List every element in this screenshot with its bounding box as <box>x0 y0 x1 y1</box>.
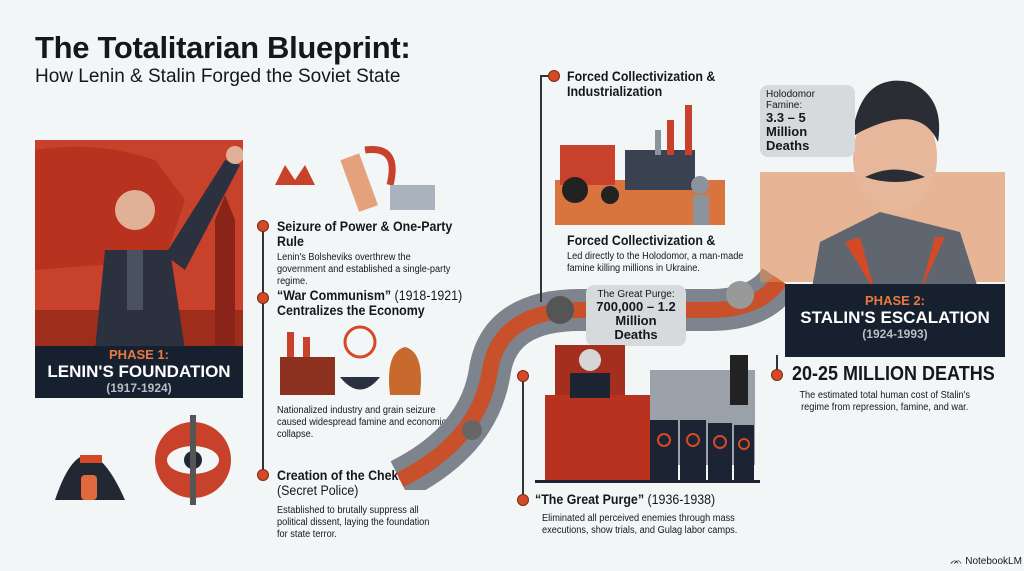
event-holodomor-desc: Led directly to the Holodomor, a man-mad… <box>567 251 744 274</box>
title-years: (1918-1921) <box>394 288 463 303</box>
phase1-label: PHASE 1: <box>109 347 169 362</box>
page-title: The Totalitarian Blueprint: <box>35 30 411 65</box>
lenin-panel: PHASE 1: LENIN'S FOUNDATION (1917-1924) <box>35 140 243 398</box>
notebooklm-logo-icon: ᨏ <box>950 556 966 567</box>
event-cheka-desc: Established to brutally suppress all pol… <box>277 505 430 540</box>
winding-road <box>390 267 798 490</box>
event-collectivization-title: Forced Collectivization & Industrializat… <box>567 69 716 99</box>
purge-callout: The Great Purge: 700,000 – 1.2 Million D… <box>586 285 686 346</box>
timeline-dot <box>771 369 783 381</box>
phase2-years: (1924-1993) <box>862 327 928 341</box>
gear-icon <box>546 296 574 324</box>
timeline-dot <box>517 370 529 382</box>
timeline-dot <box>257 292 269 304</box>
phase2-name: STALIN'S ESCALATION <box>800 308 990 327</box>
gear-icon <box>462 420 482 440</box>
event-war-communism-title: “War Communism” (1918-1921)Centralizes t… <box>277 288 470 318</box>
collectivization-illustration <box>555 105 725 225</box>
dagger-icon <box>190 415 196 505</box>
timeline-dot <box>257 220 269 232</box>
brand-name: NotebookLM <box>965 556 1022 567</box>
war-communism-illustration <box>280 325 421 395</box>
total-deaths-title: 20-25 MILLION DEATHS <box>792 363 995 385</box>
timeline-dot <box>548 70 560 82</box>
timeline-line <box>262 230 264 475</box>
timeline-dot <box>517 494 529 506</box>
event-war-communism-desc: Nationalized industry and grain seizure … <box>277 405 447 440</box>
total-deaths-desc: The estimated total human cost of Stalin… <box>799 390 970 413</box>
timeline-line <box>522 376 524 496</box>
watchtower-icon <box>730 355 748 405</box>
phase1-banner: PHASE 1: LENIN'S FOUNDATION (1917-1924) <box>35 346 243 398</box>
connector <box>540 75 550 77</box>
timeline-line <box>776 355 778 373</box>
title-bold: “The Great Purge” <box>535 492 645 507</box>
event-great-purge-desc: Eliminated all perceived enemies through… <box>542 513 738 536</box>
title-bold: Creation of the Cheka <box>277 468 406 483</box>
title-line2: Centralizes the Economy <box>277 303 425 318</box>
title-years: (1936-1938) <box>647 492 716 507</box>
seizure-illustration <box>275 145 435 212</box>
callout-label: The Great Purge: <box>597 289 675 300</box>
timeline-dot <box>257 469 269 481</box>
page-subtitle: How Lenin & Stalin Forged the Soviet Sta… <box>35 66 401 87</box>
callout-value: 3.3 – 5 Million Deaths <box>766 110 810 153</box>
phase2-label: PHASE 2: <box>865 293 925 308</box>
stalin-panel: PHASE 2: STALIN'S ESCALATION (1924-1993) <box>760 62 1005 357</box>
event-holodomor-title: Forced Collectivization & <box>567 233 716 248</box>
event-cheka-title: Creation of the Cheka(Secret Police) <box>277 468 452 498</box>
event-seizure-desc: Lenin's Bolsheviks overthrew the governm… <box>277 252 451 287</box>
timeline-line <box>540 77 542 302</box>
brand-badge: ᨏ NotebookLM <box>950 556 1022 567</box>
great-purge-illustration <box>535 345 760 483</box>
callout-label: Holodomor Famine: <box>766 89 815 111</box>
secret-police-icons <box>55 415 231 505</box>
event-seizure-title: Seizure of Power & One-Party Rule <box>277 219 453 249</box>
phase1-name: LENIN'S FOUNDATION <box>47 362 231 381</box>
event-great-purge-title: “The Great Purge” (1936-1938) <box>535 492 737 507</box>
gear-icon <box>726 281 754 309</box>
phase1-years: (1917-1924) <box>106 381 172 395</box>
phase2-banner: PHASE 2: STALIN'S ESCALATION (1924-1993) <box>785 284 1005 357</box>
title-subtitle: (Secret Police) <box>277 483 359 498</box>
holodomor-callout: Holodomor Famine: 3.3 – 5 Million Deaths <box>760 85 855 157</box>
callout-value: 700,000 – 1.2 Million Deaths <box>596 299 676 342</box>
title-bold: “War Communism” <box>277 288 392 303</box>
